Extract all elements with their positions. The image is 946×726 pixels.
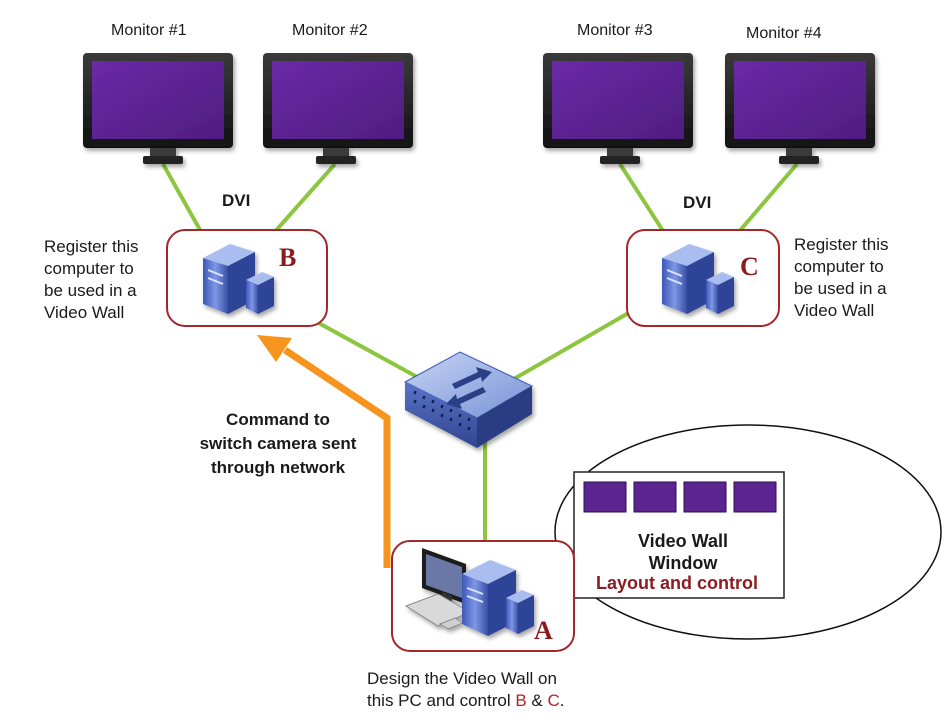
node-c-note-line: be used in a: [794, 279, 887, 298]
caption-end: .: [559, 691, 565, 710]
command-line: Command to: [226, 410, 330, 429]
video-wall-title-line: Window: [648, 553, 718, 573]
monitor-1: [83, 53, 233, 164]
workstation-a-icon: [404, 548, 534, 636]
command-line: switch camera sent: [199, 434, 357, 453]
video-wall-title: Video Wall Window: [593, 530, 773, 574]
node-c-note-line: Register this: [794, 235, 889, 254]
caption-prefix: this PC and control: [367, 691, 516, 710]
node-b-note: Register this computer to be used in a V…: [44, 236, 138, 324]
dvi-label-left: DVI: [222, 191, 251, 210]
node-b-note-line: be used in a: [44, 281, 137, 300]
node-b-note-line: computer to: [44, 259, 134, 278]
wall-tile-3: [683, 481, 727, 513]
wall-tile-2: [633, 481, 677, 513]
node-c-letter: C: [740, 252, 759, 281]
monitor-3: [543, 53, 693, 164]
node-c-note: Register this computer to be used in a V…: [794, 234, 888, 322]
node-a-caption: Design the Video Wall on this PC and con…: [367, 668, 565, 712]
wall-tile-4: [733, 481, 777, 513]
monitor-1-label: Monitor #1: [111, 22, 187, 39]
node-a-letter: A: [534, 616, 553, 645]
caption-amp: &: [526, 691, 548, 710]
video-wall-callout: [527, 424, 942, 640]
node-b-note-line: Register this: [44, 237, 139, 256]
server-b-icon: [203, 244, 274, 314]
command-label: Command to switch camera sent through ne…: [168, 408, 388, 480]
node-a-caption-line1: Design the Video Wall on: [367, 669, 557, 688]
dvi-label-right: DVI: [683, 193, 712, 212]
caption-c: C: [547, 691, 560, 710]
monitor-2: [263, 53, 413, 164]
node-b-note-line: Video Wall: [44, 303, 125, 322]
server-c-icon: [662, 244, 734, 314]
network-switch-icon: [403, 351, 534, 608]
node-c-note-line: Video Wall: [794, 301, 875, 320]
video-wall-title-line: Video Wall: [637, 531, 729, 551]
command-arrow: [257, 335, 391, 568]
node-b-letter: B: [279, 243, 297, 272]
command-line: through network: [210, 458, 346, 477]
monitor-3-label: Monitor #3: [577, 22, 653, 39]
node-c-note-line: computer to: [794, 257, 884, 276]
monitor-4-label: Monitor #4: [746, 25, 822, 42]
caption-b: B: [515, 691, 527, 710]
video-wall-subtitle: Layout and control: [596, 573, 758, 593]
monitor-2-label: Monitor #2: [292, 22, 368, 39]
wall-tile-1: [583, 481, 627, 513]
monitor-4: [725, 53, 875, 164]
node-a-caption-line2: this PC and control B & C.: [367, 690, 565, 712]
